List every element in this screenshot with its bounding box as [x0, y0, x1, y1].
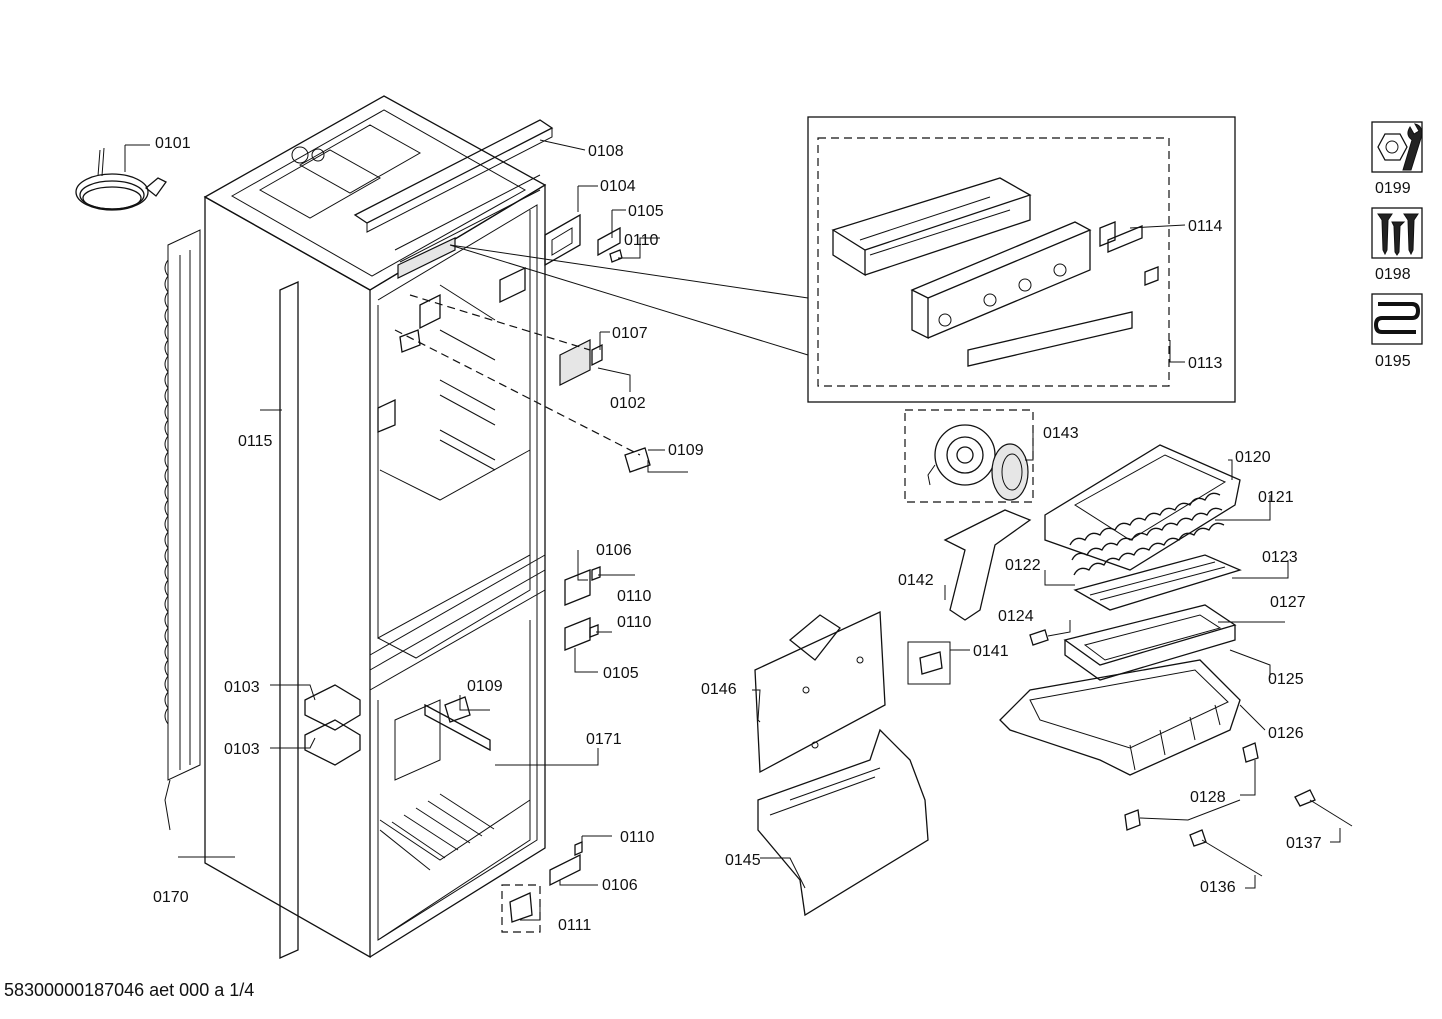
- projection-lines: [394, 244, 809, 456]
- air-duct: [943, 509, 1032, 621]
- label-0137: 0137: [1286, 835, 1322, 852]
- label-0109-b: 0109: [467, 678, 503, 695]
- plug-part: [907, 641, 951, 685]
- sensors: [1124, 742, 1353, 877]
- power-cord: [75, 147, 167, 211]
- label-0171: 0171: [586, 731, 622, 748]
- evaporator-assembly: [999, 444, 1242, 776]
- label-0128: 0128: [1190, 789, 1226, 806]
- leader-lines: [124, 139, 1341, 921]
- label-0127: 0127: [1270, 594, 1306, 611]
- label-0170: 0170: [153, 889, 189, 906]
- door-hinges: [304, 684, 361, 766]
- label-0123: 0123: [1262, 549, 1298, 566]
- label-0102: 0102: [610, 395, 646, 412]
- label-0103: 0103: [224, 679, 260, 696]
- label-0108: 0108: [588, 143, 624, 160]
- label-0142: 0142: [898, 572, 934, 589]
- part-labels: 0101 0108 0104 0105 0110 0114 0113 0107 …: [153, 135, 1322, 934]
- label-0111: 0111: [558, 917, 591, 934]
- back-plate: [754, 611, 886, 774]
- door-seal-strip: [279, 280, 299, 960]
- icon-label-0199: 0199: [1375, 180, 1411, 197]
- label-0115: 0115: [238, 433, 273, 450]
- label-0141: 0141: [973, 643, 1009, 660]
- cover-plate: [757, 728, 929, 917]
- label-0103-b: 0103: [224, 741, 260, 758]
- label-0109: 0109: [668, 442, 704, 459]
- condenser-coil: [164, 229, 201, 831]
- label-0114: 0114: [1188, 218, 1223, 235]
- document-id-footer: 58300000187046 aet 000 a 1/4: [4, 980, 255, 1000]
- label-0126: 0126: [1268, 725, 1304, 742]
- screws-icon: [1371, 207, 1423, 259]
- label-0101: 0101: [155, 135, 191, 152]
- label-0121: 0121: [1258, 489, 1294, 506]
- label-0113: 0113: [1188, 355, 1223, 372]
- heating-coil-icon: [1371, 293, 1423, 345]
- label-0110-c: 0110: [617, 614, 652, 631]
- label-0124: 0124: [998, 608, 1034, 625]
- label-0104: 0104: [600, 178, 636, 195]
- icon-label-0195: 0195: [1375, 353, 1411, 370]
- label-0110-d: 0110: [620, 829, 655, 846]
- label-0105: 0105: [628, 203, 664, 220]
- label-0125: 0125: [1268, 671, 1304, 688]
- wrench-nut-icon: [1371, 121, 1423, 173]
- label-0143: 0143: [1043, 425, 1079, 442]
- icon-label-0198: 0198: [1375, 266, 1411, 283]
- label-0106-b: 0106: [602, 877, 638, 894]
- small-fittings: [377, 213, 651, 923]
- cabinet-housing: [203, 95, 554, 959]
- label-0122: 0122: [1005, 557, 1041, 574]
- label-0110: 0110: [624, 232, 659, 249]
- label-0136: 0136: [1200, 879, 1236, 896]
- group-0111-outline: [501, 884, 541, 933]
- label-0145: 0145: [725, 852, 761, 869]
- label-0106: 0106: [596, 542, 632, 559]
- label-0107: 0107: [612, 325, 648, 342]
- fan-assembly: [904, 409, 1034, 503]
- electronics-detail-box: [807, 116, 1236, 403]
- label-0120: 0120: [1235, 449, 1271, 466]
- label-0105-b: 0105: [603, 665, 639, 682]
- label-0146: 0146: [701, 681, 737, 698]
- label-0110-b: 0110: [617, 588, 652, 605]
